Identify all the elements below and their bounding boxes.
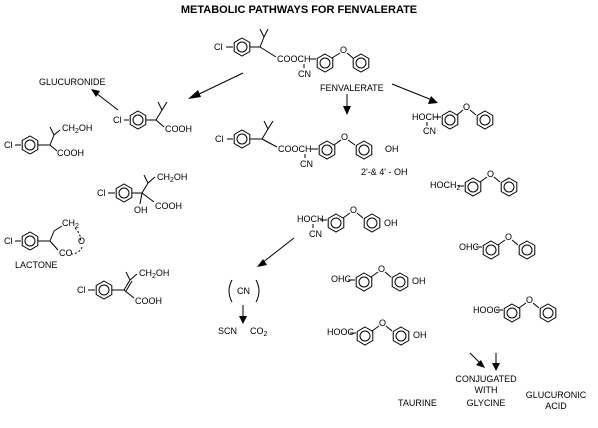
arrow-to-acid-metabolite bbox=[188, 90, 201, 99]
svg-text:OH: OH bbox=[134, 205, 148, 215]
svg-text:O: O bbox=[379, 318, 386, 328]
arrow-to-glucuronide bbox=[91, 89, 100, 97]
hydroxy-cyanohydrin: HOCH CN O OH bbox=[297, 205, 398, 239]
svg-text:HOCH: HOCH bbox=[297, 214, 324, 224]
svg-text:O: O bbox=[350, 205, 357, 215]
svg-text:Cl: Cl bbox=[113, 115, 122, 125]
diagram-title: METABOLIC PATHWAYS FOR FENVALERATE bbox=[181, 4, 417, 16]
hydroxy-position-label: 2'-& 4' - OH bbox=[361, 167, 407, 177]
fenvalerate-cn: CN bbox=[298, 69, 311, 79]
svg-text:O: O bbox=[463, 102, 470, 112]
acid-label: ACID bbox=[545, 401, 567, 411]
lactone-label: LACTONE bbox=[15, 260, 57, 270]
fenvalerate-label: FENVALERATE bbox=[320, 83, 384, 93]
svg-text:Cl: Cl bbox=[77, 285, 86, 295]
svg-text:CN: CN bbox=[423, 126, 436, 136]
glycine-label: GLYCINE bbox=[467, 398, 506, 408]
svg-text:HOCH2: HOCH2 bbox=[430, 180, 461, 192]
svg-text:CO2: CO2 bbox=[250, 326, 268, 338]
hydroxy-phenoxybenzoic-acid: HOOC O OH bbox=[327, 318, 427, 346]
glucuronic-label: GLUCURONIC bbox=[526, 390, 587, 400]
svg-text:OH: OH bbox=[413, 330, 427, 340]
hydroxy-fenvalerate: Cl COOCH CN O OH 2'-& 4' - OH bbox=[215, 120, 407, 177]
phenoxybenzyl-alcohol: HOCH2 O bbox=[430, 169, 518, 197]
svg-text:CN: CN bbox=[237, 286, 250, 296]
lactone-structure: Cl CH2 CO O LACTONE bbox=[4, 218, 85, 270]
svg-text:Cl: Cl bbox=[4, 236, 13, 246]
svg-text:CN: CN bbox=[309, 229, 322, 239]
arrow-to-cyanohydrin bbox=[428, 96, 438, 104]
fenvalerate-phenoxy-ring-a bbox=[316, 53, 334, 73]
fenvalerate-structure: Cl COOCH CN O FENVALERATE bbox=[214, 28, 384, 93]
svg-text:O: O bbox=[341, 132, 348, 142]
fenvalerate-cl: Cl bbox=[214, 42, 223, 52]
arrow-to-cyanide bbox=[257, 259, 267, 267]
arrow-to-thiocyanate bbox=[239, 316, 247, 324]
svg-text:COOH: COOH bbox=[57, 148, 84, 158]
phenoxybenzoic-acid: HOOC O bbox=[473, 295, 557, 323]
svg-text:Cl: Cl bbox=[97, 188, 106, 198]
svg-text:COOCH: COOCH bbox=[278, 144, 312, 154]
svg-text:OH: OH bbox=[385, 144, 399, 154]
svg-text:O: O bbox=[505, 232, 512, 242]
svg-text:OH: OH bbox=[384, 218, 398, 228]
svg-text:CH2: CH2 bbox=[62, 218, 79, 230]
fenvalerate-ether-o: O bbox=[340, 45, 347, 55]
glucuronide-label: GLUCURONIDE bbox=[39, 77, 106, 87]
svg-text:OH: OH bbox=[412, 276, 426, 286]
svg-text:Cl: Cl bbox=[4, 140, 13, 150]
cyanide-pathway: CN SCN CO2 bbox=[218, 279, 268, 338]
svg-text:HOCH: HOCH bbox=[412, 112, 439, 122]
svg-text:O: O bbox=[78, 236, 85, 246]
unsaturated-acid: Cl CH2OH COOH bbox=[77, 268, 169, 306]
svg-text:COOH: COOH bbox=[135, 296, 162, 306]
fenvalerate-chlorophenyl-ring bbox=[233, 37, 251, 57]
svg-text:COOH: COOH bbox=[165, 124, 192, 134]
svg-text:SCN: SCN bbox=[218, 326, 237, 336]
cyanohydrin: HOCH CN O bbox=[412, 102, 494, 136]
svg-text:HOOC: HOOC bbox=[473, 305, 501, 315]
chlorophenyl-isovaleric-acid: Cl COOH bbox=[113, 101, 192, 134]
svg-text:CH2OH: CH2OH bbox=[139, 268, 169, 280]
arrow-to-glycine bbox=[492, 363, 500, 371]
conjugated-label: CONJUGATED bbox=[455, 374, 517, 384]
svg-text:HOOC: HOOC bbox=[327, 327, 355, 337]
svg-text:O: O bbox=[526, 295, 533, 305]
svg-text:CN: CN bbox=[300, 159, 313, 169]
svg-text:CH2OH: CH2OH bbox=[62, 123, 92, 135]
svg-text:CH2OH: CH2OH bbox=[157, 172, 187, 184]
hydroxylated-acid: Cl CH2OH OH COOH bbox=[97, 172, 187, 215]
svg-text:OHC: OHC bbox=[331, 274, 352, 284]
svg-text:Cl: Cl bbox=[215, 134, 224, 144]
taurine-label: TAURINE bbox=[398, 398, 437, 408]
with-label: WITH bbox=[475, 385, 498, 395]
arrow-to-taurine bbox=[476, 360, 485, 368]
phenoxybenzaldehyde: OHC O bbox=[459, 232, 536, 260]
svg-text:COOH: COOH bbox=[155, 201, 182, 211]
hydroxy-phenoxybenzaldehyde: OHC O OH bbox=[331, 264, 426, 292]
svg-text:O: O bbox=[378, 264, 385, 274]
arrow-to-hydroxy-fenvalerate bbox=[343, 106, 351, 115]
svg-text:O: O bbox=[487, 169, 494, 179]
fenvalerate-phenoxy-ring-b bbox=[352, 53, 370, 73]
svg-text:OHC: OHC bbox=[459, 242, 480, 252]
fenvalerate-ester: COOCH bbox=[277, 54, 311, 64]
hydroxymethyl-acid: Cl CH2OH COOH bbox=[4, 123, 92, 158]
svg-text:CO: CO bbox=[59, 248, 73, 258]
